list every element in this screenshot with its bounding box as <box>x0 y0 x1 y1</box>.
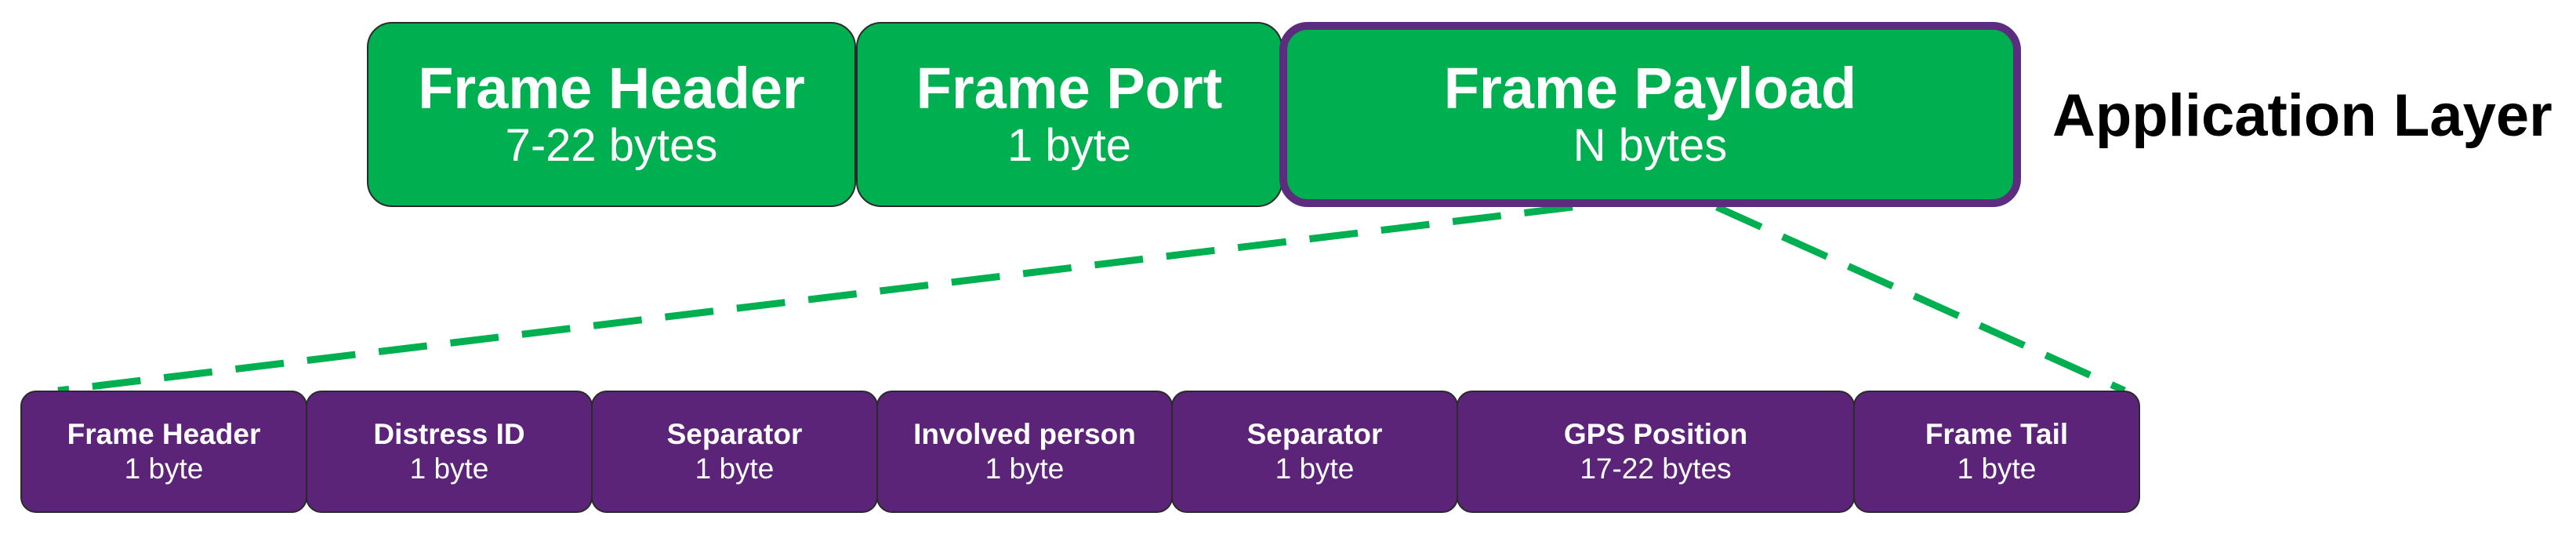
frame-payload-size: N bytes <box>1573 119 1728 171</box>
field-title: Involved person <box>913 417 1136 450</box>
payload-field-distress-id: Distress ID 1 byte <box>306 391 593 513</box>
frame-port-size: 1 byte <box>1007 119 1131 171</box>
field-title: Frame Tail <box>1925 417 2069 450</box>
field-size: 1 byte <box>409 453 489 485</box>
field-title: Separator <box>666 417 803 450</box>
payload-field-separator-2: Separator 1 byte <box>1171 391 1458 513</box>
frame-port-title: Frame Port <box>916 55 1223 121</box>
frame-header-size: 7-22 bytes <box>505 119 718 171</box>
field-size: 1 byte <box>695 453 775 485</box>
field-size: 1 byte <box>985 453 1065 485</box>
frame-header-box: Frame Header 7-22 bytes <box>367 22 856 207</box>
frame-payload-title: Frame Payload <box>1443 55 1857 121</box>
field-size: 17-22 bytes <box>1580 453 1732 485</box>
payload-field-involved-person: Involved person 1 byte <box>876 391 1173 513</box>
payload-field-frame-tail: Frame Tail 1 byte <box>1853 391 2140 513</box>
connector-line-right <box>1715 203 2126 394</box>
payload-field-gps-position: GPS Position 17-22 bytes <box>1457 391 1855 513</box>
field-size: 1 byte <box>1275 453 1355 485</box>
frame-header-title: Frame Header <box>418 55 805 121</box>
application-layer-label: Application Layer <box>2052 82 2552 149</box>
frame-port-box: Frame Port 1 byte <box>856 22 1283 207</box>
field-title: Frame Header <box>67 417 261 450</box>
field-size: 1 byte <box>1957 453 2037 485</box>
field-title: Separator <box>1246 417 1383 450</box>
payload-field-frame-header: Frame Header 1 byte <box>20 391 307 513</box>
field-title: GPS Position <box>1563 417 1748 450</box>
field-size: 1 byte <box>124 453 204 485</box>
field-title: Distress ID <box>373 417 525 450</box>
frame-payload-box: Frame Payload N bytes <box>1279 22 2021 207</box>
payload-field-separator-1: Separator 1 byte <box>591 391 878 513</box>
connector-line-left <box>57 203 1573 394</box>
